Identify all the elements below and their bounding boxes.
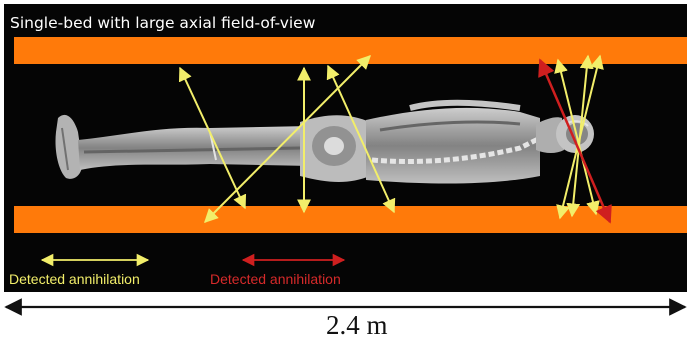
detector-bottom — [14, 206, 687, 233]
scale-label: 2.4 m — [326, 310, 388, 338]
legend-yellow-label: Detected annihilation — [9, 271, 140, 287]
legend-red-label: Detected annihilation — [210, 271, 341, 287]
detector-top — [14, 37, 687, 64]
diagram-title: Single-bed with large axial field-of-vie… — [10, 14, 316, 32]
